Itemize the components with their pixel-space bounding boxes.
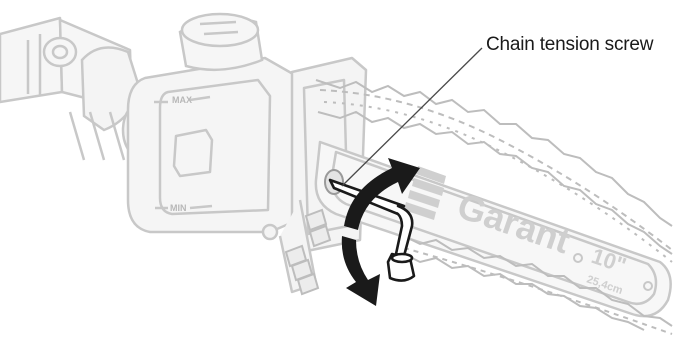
min-label: MIN: [170, 203, 187, 213]
oil-tank: [128, 58, 300, 232]
max-label: MAX: [172, 95, 192, 105]
oil-cap: [180, 14, 262, 70]
chain-tension-screw-label: Chain tension screw: [486, 34, 653, 56]
